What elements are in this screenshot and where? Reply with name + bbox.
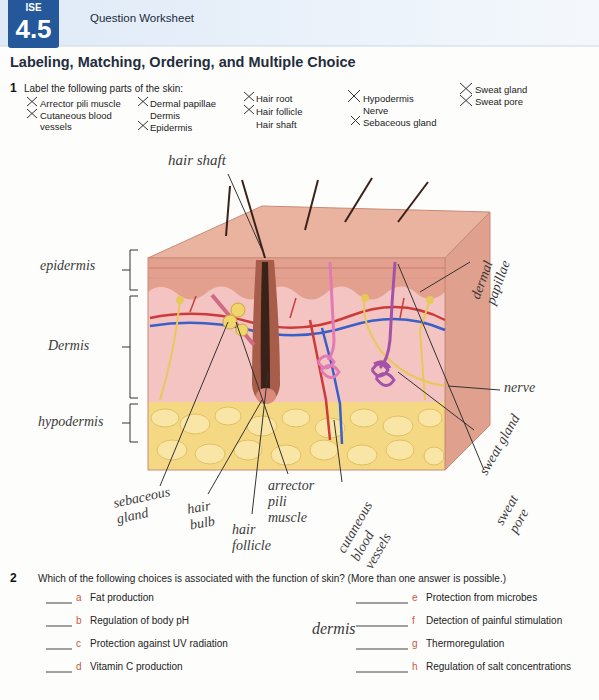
word-bank-item: Epidermis <box>150 123 192 134</box>
option-text: Vitamin C production <box>90 661 183 673</box>
question-number: 2 <box>10 572 17 586</box>
option-letter: c <box>76 638 81 650</box>
option-letter: g <box>412 638 418 650</box>
word-bank-item: Hypodermis <box>363 94 414 105</box>
handwritten-label: nerve <box>504 380 535 396</box>
option-letter: e <box>412 592 418 604</box>
question-number: 1 <box>10 82 17 96</box>
header-band: Question Worksheet <box>82 8 204 28</box>
word-bank-item: Arrector pili muscle <box>40 99 121 110</box>
question-text: Which of the following choices is associ… <box>38 573 506 585</box>
word-bank-item: Hair root <box>256 94 292 105</box>
handwritten-label: hair bulb <box>186 495 231 534</box>
exercise-badge: ISE4.5 <box>8 0 59 48</box>
handwritten-label: arrector pili muscle <box>268 478 320 526</box>
exercise-tab: ISE <box>14 2 53 14</box>
handwritten-label: epidermis <box>40 258 95 274</box>
option-letter: h <box>412 661 418 673</box>
option-letter: d <box>76 661 82 673</box>
word-bank-item: Sebaceous gland <box>363 118 436 129</box>
word-bank-item: Hair shaft <box>256 120 297 131</box>
option-letter: a <box>76 592 82 604</box>
word-bank-item: Sweat gland <box>475 85 527 96</box>
word-bank-item: Dermal papillae <box>150 99 216 110</box>
handwritten-label: sweat pore <box>492 477 545 536</box>
option-text: Protection from microbes <box>426 592 537 604</box>
word-bank-item: Hair follicle <box>256 107 302 118</box>
option-text: Fat production <box>90 592 154 604</box>
handwritten-label: hair follicle <box>232 522 278 554</box>
handwritten-label: Dermis <box>48 338 89 354</box>
instruction: Label the following parts of the skin: <box>24 83 183 95</box>
option-text: Regulation of salt concentrations <box>426 661 571 673</box>
handwritten-label: cutaneous blood vessels <box>334 494 407 572</box>
worksheet-heading: Question Worksheet <box>90 12 196 24</box>
word-bank-item: Cutaneous blood vessels <box>40 111 122 133</box>
option-text: Thermoregulation <box>426 638 504 650</box>
handwritten-label: hair shaft <box>168 152 226 169</box>
option-text: Regulation of body pH <box>90 615 189 627</box>
exercise-number: 4.5 <box>14 14 53 44</box>
option-letter: b <box>76 615 82 627</box>
word-bank-item: Dermis <box>150 111 180 122</box>
word-bank-item: Nerve <box>363 106 388 117</box>
option-letter: f <box>412 615 415 627</box>
option-text: Protection against UV radiation <box>90 638 228 650</box>
option-text: Detection of painful stimulation <box>426 615 562 627</box>
handwritten-label: sebaceous gland <box>112 483 179 527</box>
section-title: Labeling, Matching, Ordering, and Multip… <box>10 54 356 70</box>
handwritten-answer: dermis <box>312 620 356 638</box>
handwritten-label: hypodermis <box>38 414 103 430</box>
word-bank-item: Sweat pore <box>475 97 523 108</box>
